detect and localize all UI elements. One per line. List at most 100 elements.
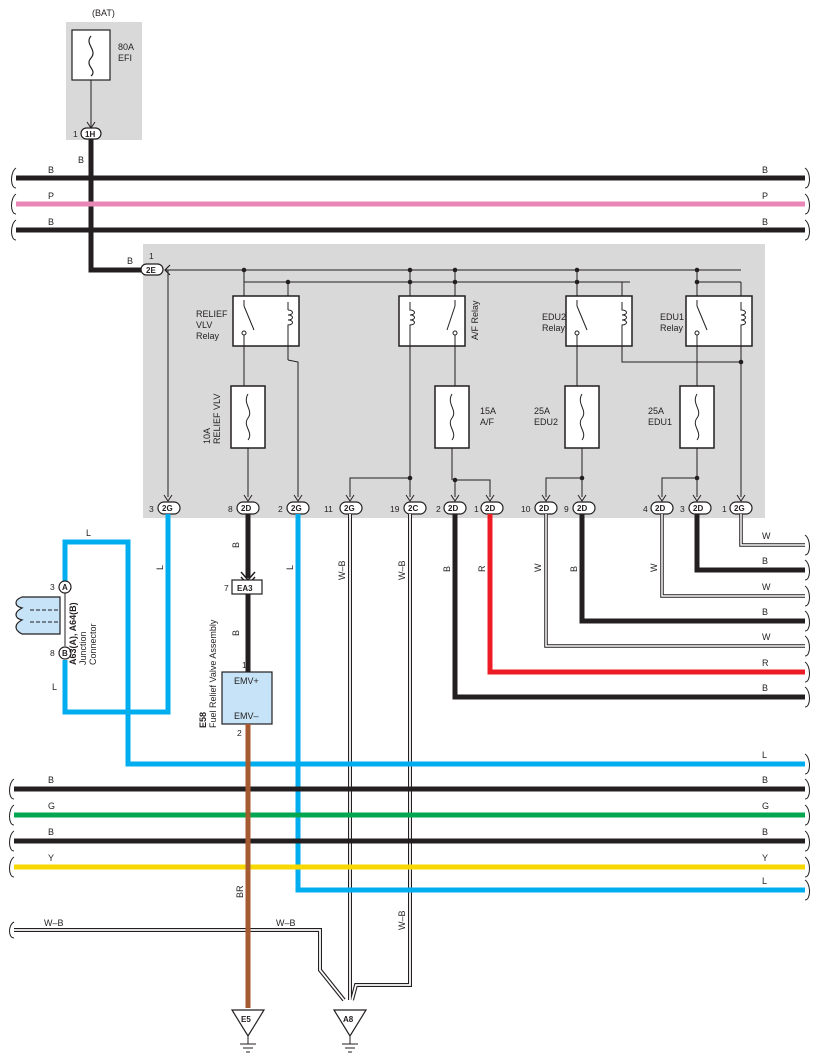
svg-text:L: L bbox=[155, 565, 165, 570]
fuse-af-amps: 15A bbox=[480, 406, 496, 416]
svg-text:B: B bbox=[231, 542, 241, 548]
svg-text:1: 1 bbox=[474, 504, 479, 514]
relay-edu2-label-1: EDU2 bbox=[542, 312, 566, 322]
svg-text:2: 2 bbox=[237, 728, 242, 738]
svg-text:W–B: W–B bbox=[44, 918, 64, 928]
red-wire bbox=[487, 514, 805, 675]
conn-2e-pin: 1 bbox=[149, 251, 154, 261]
top-bus: B P B B P B bbox=[11, 165, 810, 241]
bottom-bus-g-left: G bbox=[48, 801, 55, 811]
svg-text:B: B bbox=[569, 566, 579, 572]
svg-text:W: W bbox=[533, 563, 543, 572]
svg-text:9: 9 bbox=[564, 504, 569, 514]
relay-edu2-label-2: Relay bbox=[542, 323, 566, 333]
svg-text:19: 19 bbox=[390, 504, 400, 514]
efi-fuse-name: EFI bbox=[118, 53, 132, 63]
black-wires bbox=[245, 514, 805, 700]
svg-text:E58: E58 bbox=[198, 712, 208, 728]
svg-text:R: R bbox=[762, 658, 769, 668]
efi-fuse-amps: 80A bbox=[118, 42, 134, 52]
svg-text:11: 11 bbox=[324, 504, 333, 514]
efi-fuse-box bbox=[71, 29, 111, 81]
svg-text:W–B: W–B bbox=[397, 560, 407, 580]
bottom-bus-b2-left: B bbox=[48, 827, 54, 837]
top-bus-b1-left: B bbox=[48, 165, 54, 175]
svg-text:2D: 2D bbox=[577, 504, 587, 513]
svg-text:A: A bbox=[62, 583, 68, 592]
svg-text:B: B bbox=[762, 827, 768, 837]
svg-text:L: L bbox=[762, 876, 767, 886]
svg-text:EMV+: EMV+ bbox=[234, 676, 259, 686]
svg-text:B: B bbox=[762, 683, 768, 693]
fuse-relief-name: RELIEF VLV bbox=[212, 394, 222, 444]
svg-text:8: 8 bbox=[50, 648, 55, 658]
relay-relief-vlv: RELIEF VLV Relay bbox=[196, 295, 300, 347]
svg-text:B: B bbox=[62, 649, 68, 658]
svg-text:W–B: W–B bbox=[337, 560, 347, 580]
top-bus-b1-right: B bbox=[762, 165, 768, 175]
bottom-bus: B G B Y bbox=[9, 534, 810, 901]
svg-text:W: W bbox=[649, 563, 659, 572]
conn-ea3: EA3 7 bbox=[224, 579, 263, 595]
fuse-edu2: 25A EDU2 bbox=[534, 385, 600, 449]
top-bus-p-right: P bbox=[762, 191, 768, 201]
svg-text:2D: 2D bbox=[485, 504, 495, 513]
relay-af-label: A/F Relay bbox=[470, 300, 480, 340]
svg-text:10: 10 bbox=[521, 504, 531, 514]
svg-text:W: W bbox=[762, 632, 771, 642]
svg-text:2G: 2G bbox=[734, 504, 745, 513]
fuse-edu2-amps: 25A bbox=[534, 406, 550, 416]
svg-text:B: B bbox=[762, 775, 768, 785]
svg-text:2: 2 bbox=[278, 504, 283, 514]
svg-text:W: W bbox=[762, 582, 771, 592]
fuse-af: 15A A/F bbox=[434, 385, 496, 449]
junction-connector-a63-a64: A 3 B 8 A63(A), A64(B) Junction Connecto… bbox=[15, 528, 98, 692]
svg-text:2C: 2C bbox=[408, 504, 418, 513]
svg-text:B: B bbox=[762, 607, 768, 617]
svg-text:1: 1 bbox=[242, 660, 247, 670]
efi-fuse-element bbox=[88, 35, 94, 77]
blue-wires bbox=[62, 514, 805, 893]
fuse-relief-vlv: 10A RELIEF VLV bbox=[202, 385, 266, 449]
relay-edu1-label-2: Relay bbox=[660, 323, 684, 333]
svg-text:2D: 2D bbox=[655, 504, 665, 513]
svg-text:3: 3 bbox=[149, 504, 154, 514]
relay-edu1: EDU1 Relay bbox=[660, 295, 753, 497]
relay-relief-label-3: Relay bbox=[196, 331, 220, 341]
fuse-edu1-name: EDU1 bbox=[648, 417, 672, 427]
svg-text:Connector: Connector bbox=[88, 623, 98, 665]
svg-text:B: B bbox=[762, 556, 768, 566]
conn-2e bbox=[140, 263, 164, 276]
svg-text:A63(A), A64(B): A63(A), A64(B) bbox=[68, 602, 78, 665]
svg-text:W–B: W–B bbox=[397, 910, 407, 930]
svg-text:2D: 2D bbox=[693, 504, 703, 513]
svg-text:Fuel Relief Valve Assembly: Fuel Relief Valve Assembly bbox=[208, 619, 218, 728]
relay-edu2: EDU2 Relay bbox=[542, 295, 741, 363]
svg-text:B: B bbox=[442, 566, 452, 572]
svg-text:Junction: Junction bbox=[78, 631, 88, 665]
svg-text:BR: BR bbox=[235, 885, 245, 898]
svg-text:2G: 2G bbox=[344, 504, 355, 513]
top-bus-b2-right: B bbox=[762, 217, 768, 227]
fuel-relief-valve-e58: 1 EMV+ EMV– 2 E58 Fuel Relief Valve Asse… bbox=[198, 619, 273, 738]
white-wires-fill bbox=[545, 514, 805, 647]
svg-text:2D: 2D bbox=[448, 504, 458, 513]
svg-text:W: W bbox=[762, 531, 771, 541]
svg-text:Y: Y bbox=[762, 853, 768, 863]
fuse-relief-amps: 10A bbox=[202, 428, 212, 444]
battery-feed-wire-color: B bbox=[78, 155, 84, 165]
svg-text:7: 7 bbox=[224, 583, 229, 593]
svg-text:3: 3 bbox=[50, 582, 55, 592]
svg-text:4: 4 bbox=[643, 504, 648, 514]
svg-text:EMV–: EMV– bbox=[234, 711, 259, 721]
conn-2e-id: 2E bbox=[146, 266, 156, 275]
svg-text:L: L bbox=[762, 750, 767, 760]
svg-text:E5: E5 bbox=[241, 1015, 251, 1024]
svg-text:EA3: EA3 bbox=[237, 584, 253, 593]
svg-text:R: R bbox=[477, 565, 487, 572]
bottom-bus-b1-left: B bbox=[48, 775, 54, 785]
svg-text:2G: 2G bbox=[162, 504, 173, 513]
ground-e5: E5 bbox=[230, 1009, 266, 1053]
